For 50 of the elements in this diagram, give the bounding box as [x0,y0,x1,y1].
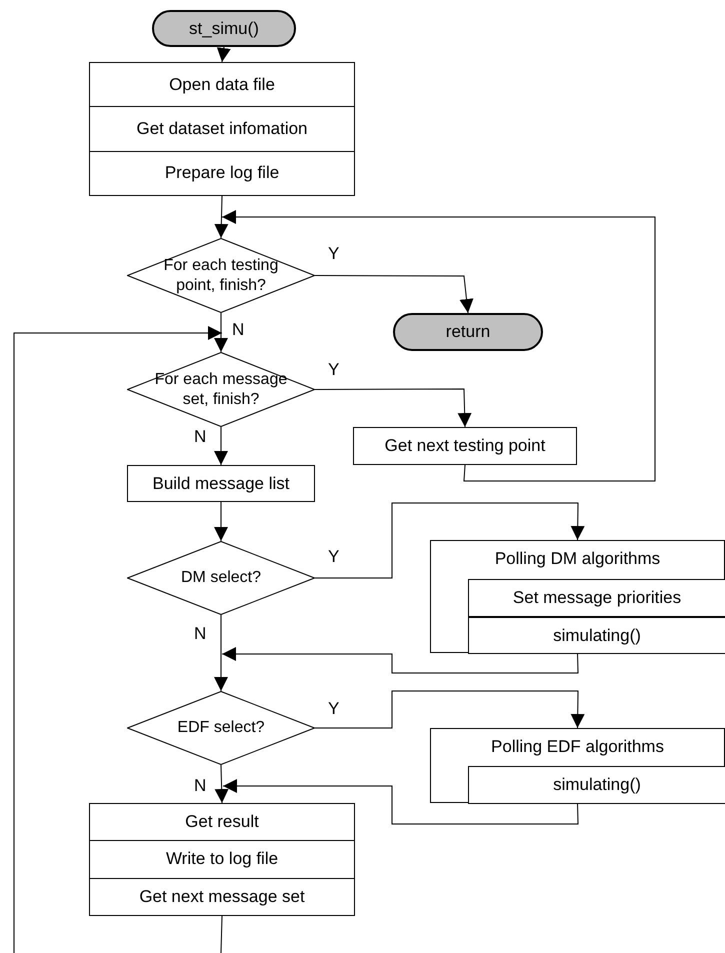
process-box: simulating() [468,766,725,804]
process-step: Get next message set [139,886,305,907]
arrow [222,647,579,674]
arrow [314,388,472,428]
edge-label: Y [327,245,340,262]
decision-text: For each testing point, finish? [162,256,280,295]
terminal: return [393,313,543,351]
edge-label: N [193,428,208,445]
edge-label: N [193,777,208,794]
arrow [14,326,222,953]
process-box [89,803,355,916]
edge-label: Y [327,361,340,378]
process-step: Write to log file [166,849,278,870]
process-box [89,62,355,196]
arrow [222,210,656,482]
terminal: st_simu() [152,10,296,47]
process-step: Prepare log file [164,163,280,184]
arrow [314,502,585,578]
edge-label: Y [327,700,340,717]
arrow [214,196,228,238]
decision-diamond [127,238,315,313]
process-box: Get next testing point [353,427,577,465]
arrow [314,275,474,314]
process-box: Set message priorities [468,579,725,617]
process-box: simulating() [468,617,725,654]
decision-diamond [127,541,315,615]
process-box: Build message list [127,465,315,502]
loop-box [430,540,725,653]
loop-box [430,728,725,803]
decision-text: DM select? [180,568,262,588]
process-step: Open data file [169,74,275,95]
edge-label: Y [327,548,340,565]
process-step: Get dataset infomation [136,118,308,139]
arrow [214,502,228,542]
arrow [314,690,585,728]
arrow [214,426,228,466]
arrow [214,312,228,352]
arrow [214,764,229,804]
process-step: Get result [185,812,259,832]
decision-diamond [127,352,315,427]
arrow [214,614,228,692]
arrow [216,46,231,62]
edge-label: N [231,321,246,338]
loop-title: Polling EDF algorithms [490,737,665,757]
decision-text: For each message set, finish? [154,370,288,409]
decision-text: EDF select? [177,718,265,738]
arrow [222,779,579,824]
edge-label: N [193,625,208,642]
decision-diamond [127,691,315,765]
loop-title: Polling DM algorithms [494,549,662,569]
